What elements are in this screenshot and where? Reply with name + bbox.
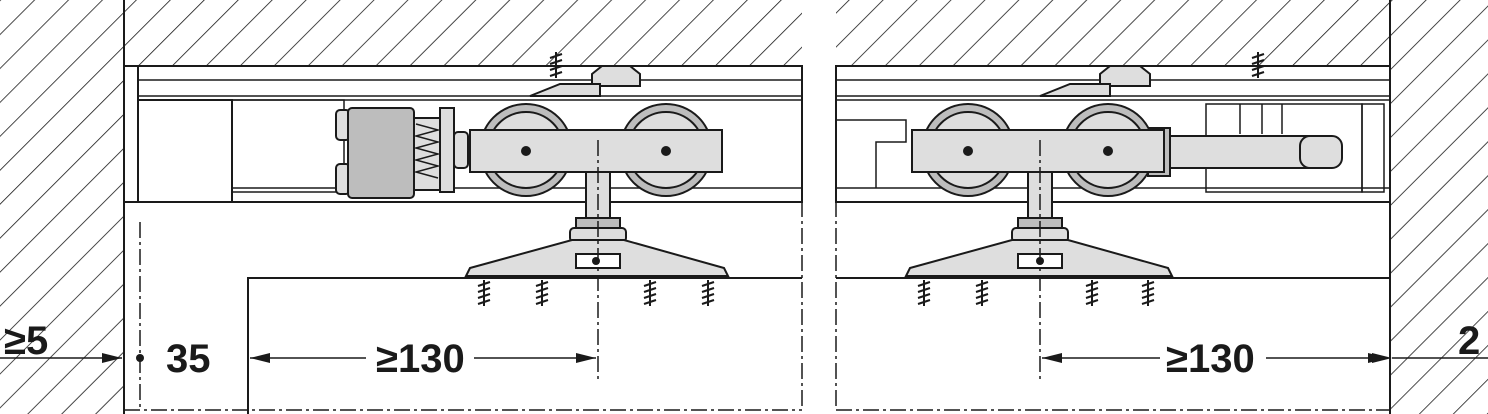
door-bracket-right <box>904 239 1174 307</box>
left-wall <box>0 0 125 414</box>
dim-left-center: ≥130 <box>250 337 596 381</box>
roller-carriage-right <box>911 51 1265 197</box>
dim-right-clearance: 2 <box>1372 319 1488 363</box>
left-center-label: ≥130 <box>376 337 465 381</box>
dim-left-clearance: ≥5 <box>0 319 144 363</box>
dim-panel-offset: 35 <box>166 337 211 381</box>
right-wall <box>1389 0 1488 414</box>
right-clearance-label: 2 <box>1458 319 1480 363</box>
damper-right <box>1147 127 1343 177</box>
spring-buffer-left <box>335 107 469 199</box>
centerline-left <box>124 66 803 411</box>
ceiling-right <box>836 0 1390 67</box>
end-stop-block-left <box>137 99 345 203</box>
door-panel-left <box>247 277 802 414</box>
ceiling-left <box>124 0 802 67</box>
roller-carriage-left <box>469 51 723 197</box>
panel-offset-label: 35 <box>166 337 211 381</box>
right-center-label: ≥130 <box>1166 337 1255 381</box>
dim-right-center: ≥130 <box>1042 337 1388 381</box>
door-bracket-left <box>464 239 730 307</box>
left-clearance-label: ≥5 <box>4 319 48 363</box>
centerline-right <box>835 66 1390 411</box>
